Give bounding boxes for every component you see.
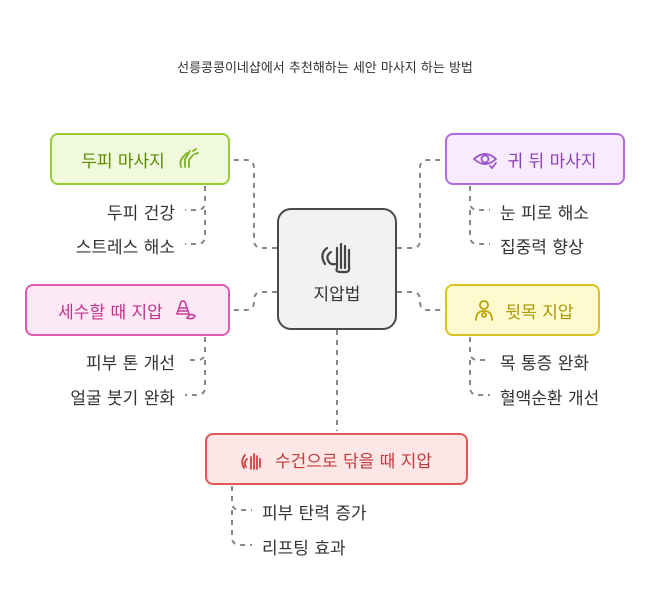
center-node: 지압법 [277,208,397,330]
leaf-stress-relief: 스트레스 해소 [75,238,175,258]
hand-touch-icon [317,234,357,274]
towel-hand-icon [241,447,265,471]
leaf-scalp-health: 두피 건강 [107,204,175,224]
center-label: 지압법 [313,284,361,305]
eye-icon [473,147,498,171]
leaf-swelling-relief: 얼굴 붓기 완화 [70,389,175,409]
branch-face-wash-acupressure: 세수할 때 지압 [25,284,230,336]
branch-label: 두피 마사지 [81,151,165,172]
person-neck-icon [472,298,496,322]
washing-icon [173,298,197,322]
leaf-focus: 집중력 향상 [500,238,584,258]
leaf-skin-tone: 피부 톤 개선 [85,354,175,374]
leaf-eye-fatigue: 눈 피로 해소 [500,204,590,224]
diagram-title: 선릉콩콩이네샵에서 추천해하는 세안 마사지 하는 방법 [177,61,473,76]
leaf-lifting-effect: 리프팅 효과 [262,539,346,559]
hand-scalp-icon [175,147,199,171]
leaf-skin-elasticity: 피부 탄력 증가 [262,504,367,524]
branch-label: 귀 뒤 마사지 [507,151,597,172]
branch-behind-ear-massage: 귀 뒤 마사지 [445,133,625,185]
branch-scalp-massage: 두피 마사지 [50,133,230,185]
leaf-circulation: 혈액순환 개선 [500,389,600,409]
branch-towel-acupressure: 수건으로 닦을 때 지압 [205,433,468,485]
leaf-neck-pain: 목 통증 완화 [500,354,590,374]
branch-label: 뒷목 지압 [505,302,574,323]
branch-label: 수건으로 닦을 때 지압 [275,451,432,472]
branch-label: 세수할 때 지압 [58,302,163,323]
branch-neck-acupressure: 뒷목 지압 [445,284,600,336]
